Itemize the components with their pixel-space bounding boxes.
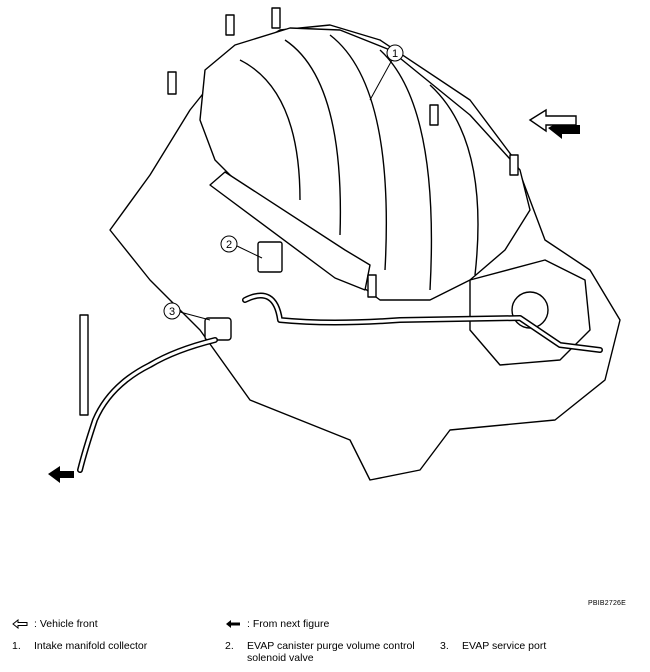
legend-from-next-figure-label: : From next figure — [247, 618, 330, 630]
part-number: 1. — [12, 640, 21, 652]
part-name: EVAP canister purge volume control solen… — [247, 640, 415, 664]
part-item-3: 3. EVAP service port — [440, 640, 546, 652]
callout-3: 3 — [169, 306, 175, 318]
vehicle-front-icon — [12, 619, 28, 629]
legend-vehicle-front-label: : Vehicle front — [34, 618, 98, 630]
part-item-1: 1. Intake manifold collector — [12, 640, 147, 652]
part-name: EVAP service port — [462, 640, 547, 652]
callout-2: 2 — [226, 239, 232, 251]
part-item-2: 2. EVAP canister purge volume control sol… — [225, 640, 435, 664]
studs — [79, 7, 519, 416]
callout-1: 1 — [392, 48, 398, 60]
legend-from-next-figure: : From next figure — [225, 618, 329, 630]
from-next-figure-icon — [226, 620, 240, 628]
legend-vehicle-front: : Vehicle front — [12, 618, 98, 630]
bracket — [209, 171, 371, 291]
part-number: 3. — [440, 640, 449, 652]
evap-hose-left — [77, 337, 218, 473]
purge-solenoid-valve — [257, 241, 283, 273]
from-next-figure-arrow — [48, 466, 74, 483]
vehicle-front-arrow — [528, 108, 580, 139]
part-number: 2. — [225, 640, 234, 652]
figure-code: PBIB2726E — [588, 600, 626, 607]
part-name: Intake manifold collector — [34, 640, 148, 652]
service-port — [204, 317, 232, 341]
engine-diagram: 1 2 3 — [48, 7, 621, 483]
